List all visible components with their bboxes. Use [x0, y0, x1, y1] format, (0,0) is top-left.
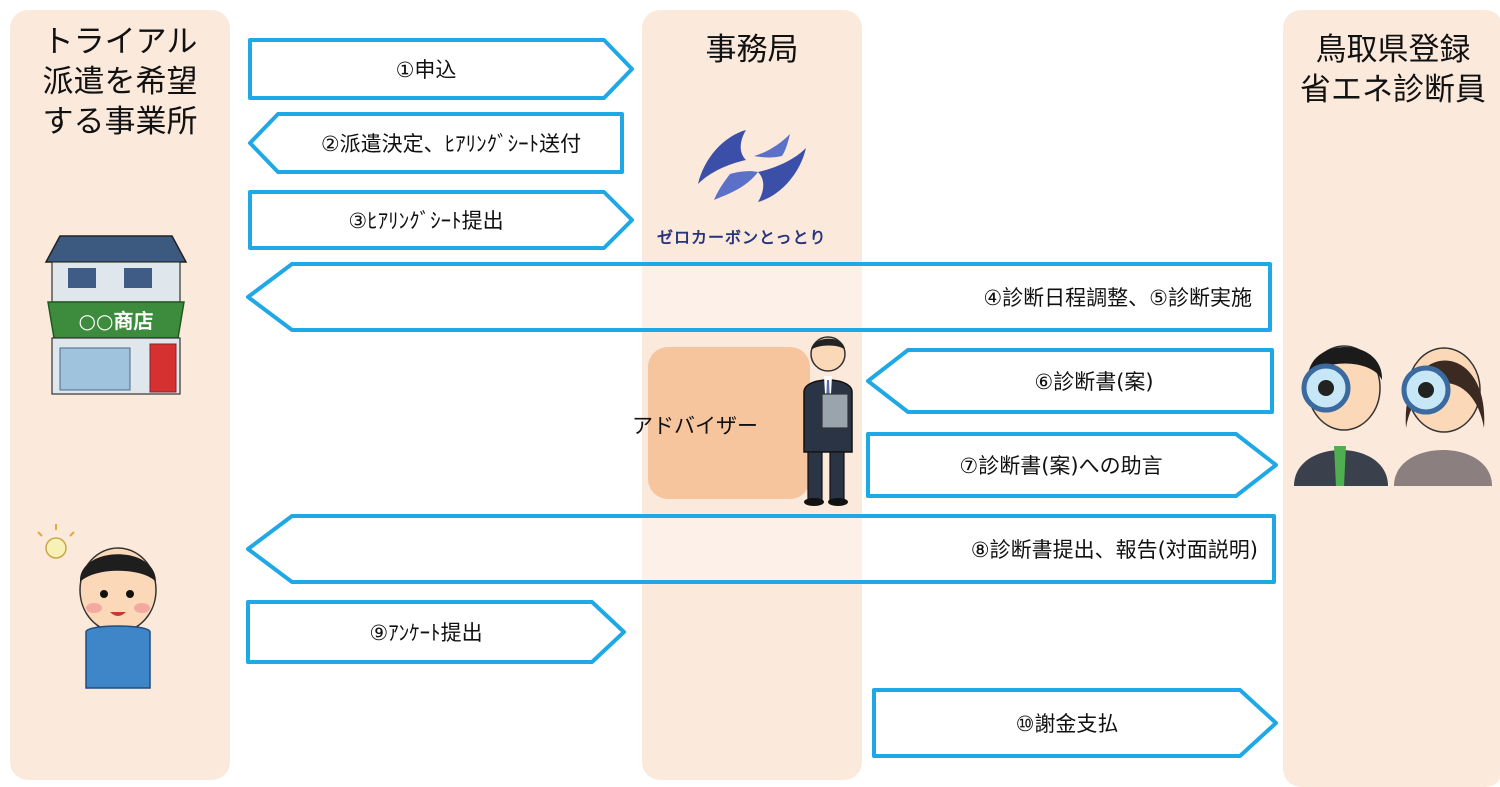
step-3-label: ③ﾋｱﾘﾝｸﾞｼｰﾄ提出 [348, 209, 504, 233]
step-1-label: ①申込 [395, 58, 457, 82]
zero-carbon-logo-icon [688, 122, 816, 208]
step-6-arrow: ⑥診断書(案) [866, 348, 1274, 414]
applicant-title: トライアル 派遣を希望 する事業所 [42, 24, 198, 140]
shop-illustration-icon: ○○商店 [42, 232, 190, 400]
auditors-magnifier-icon [1288, 318, 1498, 488]
step-2-arrow: ②派遣決定、ﾋｱﾘﾝｸﾞｼｰﾄ送付 [248, 112, 624, 174]
owner-person-icon [34, 520, 164, 690]
advisor-person-icon [790, 332, 860, 507]
step-2-label: ②派遣決定、ﾋｱﾘﾝｸﾞｼｰﾄ送付 [320, 132, 582, 156]
step-7-arrow: ⑦診断書(案)への助言 [866, 432, 1278, 498]
step-7-label: ⑦診断書(案)への助言 [959, 454, 1163, 478]
step-1-arrow: ①申込 [248, 38, 634, 100]
step-6-label: ⑥診断書(案) [1034, 370, 1154, 394]
step-10-arrow: ⑩謝金支払 [872, 688, 1278, 758]
step-10-label: ⑩謝金支払 [1015, 712, 1119, 736]
auditor-title: 鳥取県登録 省エネ診断員 [1300, 32, 1486, 108]
step-9-arrow: ⑨ｱﾝｹｰﾄ提出 [246, 600, 626, 664]
step-4-5-label: ④診断日程調整、⑤診断実施 [983, 286, 1252, 310]
advisor-box [648, 347, 810, 499]
step-4-5-arrow: ④診断日程調整、⑤診断実施 [246, 262, 1272, 332]
shop-sign: ○○商店 [79, 309, 154, 333]
step-8-label: ⑧診断書提出、報告(対面説明) [970, 538, 1258, 562]
logo-text: ゼロカーボンとっとり [657, 228, 827, 247]
secretariat-title: 事務局 [705, 32, 799, 68]
step-9-label: ⑨ｱﾝｹｰﾄ提出 [369, 621, 483, 645]
step-3-arrow: ③ﾋｱﾘﾝｸﾞｼｰﾄ提出 [248, 190, 634, 250]
step-8-arrow: ⑧診断書提出、報告(対面説明) [246, 514, 1276, 584]
advisor-label: アドバイザー [632, 414, 758, 438]
